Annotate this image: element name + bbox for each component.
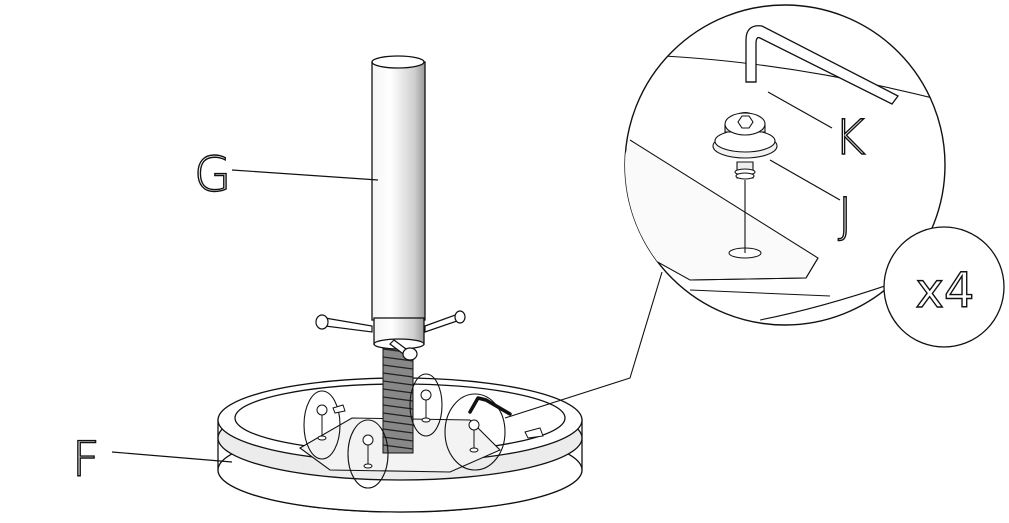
screw-callouts bbox=[303, 373, 506, 489]
zoom-pointer-line bbox=[504, 271, 663, 419]
hex-key bbox=[745, 25, 899, 105]
detail-zoom-circle bbox=[624, 4, 946, 326]
quantity-label: x4 bbox=[916, 263, 975, 319]
label-g: G bbox=[194, 147, 231, 203]
small-screws bbox=[316, 389, 544, 469]
label-k: K bbox=[834, 110, 865, 166]
quantity-circle bbox=[883, 226, 1005, 348]
label-f: F bbox=[72, 432, 100, 488]
gas-lift-column bbox=[371, 55, 426, 350]
label-j: J bbox=[838, 188, 852, 244]
small-hex-key bbox=[468, 396, 512, 416]
label-leaders bbox=[111, 91, 841, 463]
cross-handle bbox=[315, 310, 466, 361]
